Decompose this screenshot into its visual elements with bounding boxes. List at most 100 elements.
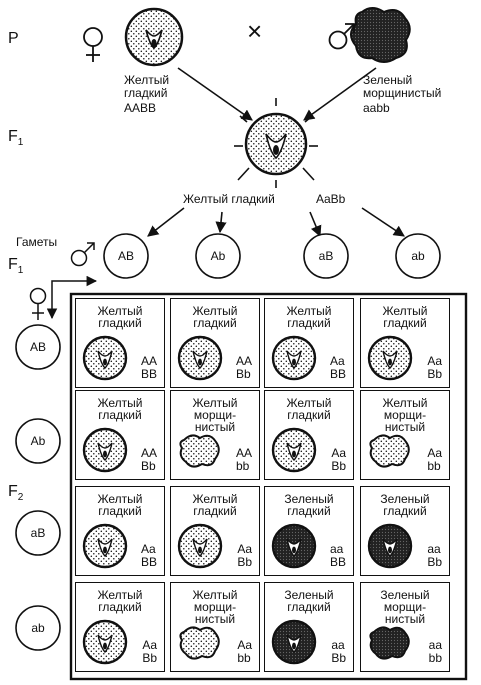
cell-genotype: aa Bb: [427, 542, 442, 569]
f1-hybrid-seed: [234, 98, 318, 188]
grid-seed-layer: [82, 335, 413, 665]
gamete-side-ab2-circle: [15, 418, 61, 464]
gamete-side-label-3: aB: [30, 526, 46, 540]
arrow-to-gamete-ab-upper: [147, 207, 185, 237]
gamete-side-label-4: ab: [31, 621, 45, 635]
cell-phenotype: Желтый гладкий: [97, 304, 143, 330]
f2-letter: F: [8, 483, 18, 500]
gamete-top-label-2: Ab: [210, 249, 226, 263]
cell-phenotype: Желтый гладкий: [286, 304, 332, 330]
cell-seed: [177, 335, 223, 381]
arrow-female-to-f1: [177, 67, 253, 121]
cell-genotype: aa bb: [428, 638, 442, 665]
arrow-male-to-f1: [303, 67, 377, 121]
cell-seed: [82, 523, 128, 569]
male-symbol-icon: [328, 23, 355, 50]
cell-phenotype: Желтый морщи- нистый: [192, 588, 238, 626]
cell-seed: [271, 335, 317, 381]
punnett-cell: Желтый гладкий Aa BB: [75, 486, 165, 576]
cell-seed: [179, 626, 220, 660]
cell-seed: [271, 523, 317, 569]
gametes-female-symbol-icon: [29, 287, 47, 320]
cell-genotype: Aa BB: [140, 542, 157, 569]
female-symbol-icon: [83, 27, 103, 62]
cell-genotype: aa BB: [329, 542, 346, 569]
cell-genotype: AA BB: [140, 354, 157, 381]
gamete-side-label-1: AB: [29, 340, 46, 354]
cell-genotype: AA bb: [235, 446, 252, 473]
arrow-to-top-gametes: [51, 275, 98, 300]
gamete-side-ab3-circle: [15, 510, 61, 556]
punnett-cell: Желтый гладкий AA BB: [75, 298, 165, 388]
gametes-label: Гаметы: [16, 235, 58, 249]
punnett-cell: Желтый гладкий Aa Bb: [264, 390, 354, 480]
gamete-top-label-3: aB: [318, 249, 334, 263]
female-parent-phenotype: Желтый гладкий: [124, 73, 170, 100]
male-parent-phenotype: Зеленый морщинистый: [363, 73, 442, 100]
cell-seed: [271, 427, 317, 473]
cell-seed: [177, 523, 223, 569]
cell-genotype: AA Bb: [235, 354, 252, 381]
gamete-top-ab-circle: [103, 233, 149, 279]
gametes-male-symbol-icon: [70, 242, 95, 267]
cell-phenotype: Зеленый морщи- нистый: [380, 588, 430, 626]
gamete-top-ab3-circle: [303, 233, 349, 279]
punnett-cell: Зеленый гладкий aa Bb: [264, 582, 354, 672]
punnett-cell: Желтый гладкий Aa Bb: [75, 582, 165, 672]
cell-genotype: Aa Bb: [427, 354, 442, 381]
gamete-top-ab4-circle: [395, 233, 441, 279]
gamete-side-ab4-circle: [15, 605, 61, 651]
cell-phenotype: Желтый морщи- нистый: [382, 396, 428, 434]
cell-seed: [271, 619, 317, 665]
arrow-to-gamete-ab-recessive: [361, 207, 405, 237]
gamete-side-label-2: Ab: [30, 434, 46, 448]
cell-phenotype: Желтый гладкий: [192, 492, 238, 518]
female-parent-seed: [124, 7, 184, 67]
cell-phenotype: Желтый гладкий: [97, 492, 143, 518]
cell-phenotype: Желтый гладкий: [97, 396, 143, 422]
male-parent-seed: [350, 7, 411, 63]
cell-phenotype: Желтый гладкий: [192, 304, 238, 330]
hybrid-genotype: AaBb: [316, 192, 346, 206]
cell-phenotype: Зеленый гладкий: [380, 492, 430, 518]
f1b-letter: F: [8, 256, 18, 273]
female-parent-genotype: AABB: [124, 101, 157, 115]
gamete-top-label-1: AB: [117, 249, 134, 263]
cell-phenotype: Зеленый гладкий: [284, 588, 334, 614]
arrow-to-gamete-a-b: [309, 211, 322, 238]
hybrid-phenotype: Желтый гладкий: [183, 192, 275, 206]
arrow-to-gamete-ab-lower-b: [215, 211, 227, 234]
generation-f1-gametes-label: F1: [8, 256, 23, 276]
punnett-grid-border: [69, 292, 468, 681]
gamete-side-ab-circle: [15, 324, 61, 370]
gamete-top-label-4: ab: [411, 249, 425, 263]
cell-seed: [179, 434, 220, 468]
cell-seed: [82, 619, 128, 665]
cell-seed: [367, 335, 413, 381]
cell-genotype: Aa Bb: [331, 446, 346, 473]
cell-genotype: aa Bb: [331, 638, 346, 665]
cell-phenotype: Желтый гладкий: [97, 588, 143, 614]
cell-seed: [369, 434, 410, 468]
f2-subscript: 2: [17, 492, 24, 504]
f1b-subscript: 1: [17, 265, 24, 277]
cell-genotype: Aa Bb: [142, 638, 157, 665]
cell-seed: [369, 626, 410, 660]
generation-f2-label: F2: [8, 483, 23, 503]
punnett-cell: Желтый гладкий AA Bb: [170, 298, 260, 388]
punnett-cell: Зеленый гладкий aa Bb: [360, 486, 450, 576]
cell-phenotype: Желтый гладкий: [286, 396, 332, 422]
cell-seed: [367, 523, 413, 569]
punnett-cell: Зеленый морщи- нистый aa bb: [360, 582, 450, 672]
f1-subscript: 1: [17, 137, 24, 149]
f1-letter: F: [8, 128, 18, 145]
male-parent-genotype: aabb: [363, 101, 390, 115]
cell-seed: [82, 335, 128, 381]
